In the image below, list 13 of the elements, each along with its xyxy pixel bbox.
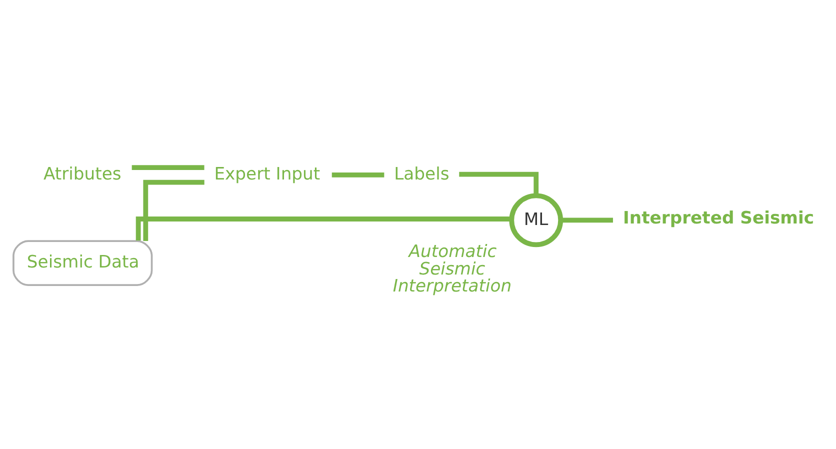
node-circle: ML bbox=[509, 193, 564, 248]
connector bbox=[332, 172, 384, 178]
connector bbox=[560, 218, 613, 223]
connector bbox=[143, 180, 204, 241]
node-label: Automatic Seismic Interpretation bbox=[392, 242, 512, 296]
connector bbox=[132, 165, 204, 170]
node-text: Atributes bbox=[43, 164, 122, 184]
node-box: Seismic Data bbox=[12, 240, 153, 286]
node-text: Labels bbox=[394, 164, 450, 184]
connector bbox=[136, 216, 512, 240]
node-text: Interpreted Seismic bbox=[623, 208, 814, 229]
node-text: Expert Input bbox=[214, 164, 320, 184]
connector bbox=[459, 172, 539, 196]
